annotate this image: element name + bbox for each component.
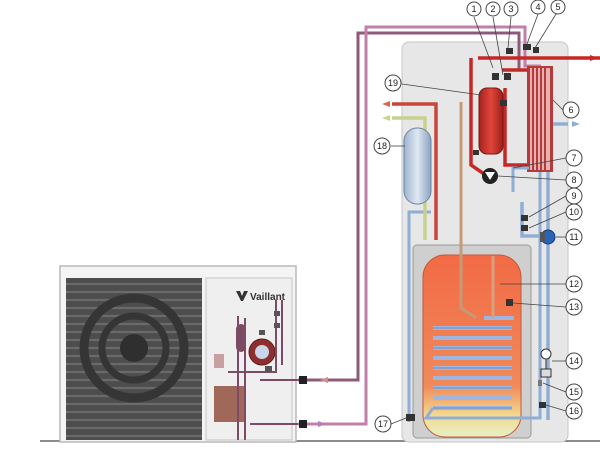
backup-heater (478, 87, 504, 155)
arrow-cold-water-in (572, 121, 580, 127)
flow-arrow-from-indoor (318, 421, 326, 427)
pump-arrow-icon (485, 172, 495, 180)
svg-text:3: 3 (508, 4, 513, 14)
valve-16 (539, 402, 546, 408)
tank-pipes (407, 102, 542, 422)
refrigerant-valves (299, 376, 307, 428)
fitting-15 (538, 380, 542, 386)
callout-5: 5 (550, 0, 566, 15)
svg-text:7: 7 (571, 153, 576, 163)
callout-13: 13 (565, 298, 583, 316)
callout-12: 12 (565, 275, 583, 293)
callout-10: 10 (565, 203, 583, 221)
svg-text:13: 13 (569, 302, 579, 312)
arrow-hot-water-out (382, 101, 390, 107)
callout-leaders (390, 13, 567, 425)
outdoor-sensors (259, 311, 280, 372)
fan-ring-inner (98, 312, 170, 384)
svg-text:2: 2 (490, 4, 495, 14)
flow-arrow-to-indoor (320, 377, 328, 383)
svg-text:17: 17 (378, 419, 388, 429)
plate-heat-exchanger (527, 66, 553, 172)
sensor-13 (506, 299, 513, 306)
callout-18: 18 (373, 137, 391, 155)
svg-text:12: 12 (569, 279, 579, 289)
callout-markers: 1 2 3 4 5 6 7 8 9 10 11 12 13 14 15 16 1… (373, 0, 583, 433)
callout-19: 19 (384, 74, 402, 92)
sensor-1 (492, 73, 499, 80)
callout-7: 7 (565, 149, 583, 167)
fan-hub (120, 334, 148, 362)
svg-text:4: 4 (535, 2, 540, 12)
callout-1: 1 (466, 1, 482, 17)
sensor-9 (521, 215, 528, 221)
callout-14: 14 (565, 352, 583, 370)
svg-text:6: 6 (568, 105, 573, 115)
svg-text:14: 14 (569, 356, 579, 366)
valve-17 (406, 414, 415, 421)
svg-text:10: 10 (569, 207, 579, 217)
sensor-3 (506, 48, 513, 54)
vaillant-logo-text: Vaillant (250, 292, 286, 303)
svg-text:9: 9 (571, 191, 576, 201)
callout-2: 2 (485, 1, 501, 17)
svg-text:11: 11 (569, 232, 578, 242)
svg-text:8: 8 (571, 175, 576, 185)
pressure-gauge (540, 348, 552, 360)
outdoor-control-box (214, 354, 224, 368)
callout-4: 4 (530, 0, 546, 15)
svg-text:5: 5 (555, 2, 560, 12)
callout-3: 3 (503, 1, 519, 17)
callout-11: 11 (565, 228, 583, 246)
sensor-10 (521, 225, 528, 231)
outdoor-unit: Vaillant (59, 265, 298, 443)
svg-text:18: 18 (377, 141, 387, 151)
sensor-4 (523, 44, 531, 50)
compressor-center (255, 345, 269, 359)
svg-text:19: 19 (388, 78, 398, 88)
callout-6: 6 (562, 101, 580, 119)
callout-15: 15 (565, 383, 583, 401)
sensor-5 (533, 47, 539, 53)
sensor-2 (504, 73, 511, 80)
svg-text:15: 15 (569, 387, 579, 397)
callout-17: 17 (374, 415, 392, 433)
expansion-vessel (403, 127, 432, 205)
svg-text:1: 1 (471, 4, 476, 14)
svg-text:16: 16 (569, 406, 579, 416)
vaillant-logo-mark (236, 291, 248, 301)
arrow-heating-flow-out (590, 55, 598, 61)
callout-9: 9 (565, 187, 583, 205)
callout-8: 8 (565, 171, 583, 189)
arrow-circulation (382, 115, 390, 121)
backup-heater-sensor (500, 100, 507, 106)
fan-ring-outer (79, 293, 189, 403)
outdoor-heat-exchanger-box (214, 386, 244, 422)
callout-16: 16 (565, 402, 583, 420)
flow-sensor (473, 150, 479, 155)
sensor-blocks (406, 44, 546, 421)
